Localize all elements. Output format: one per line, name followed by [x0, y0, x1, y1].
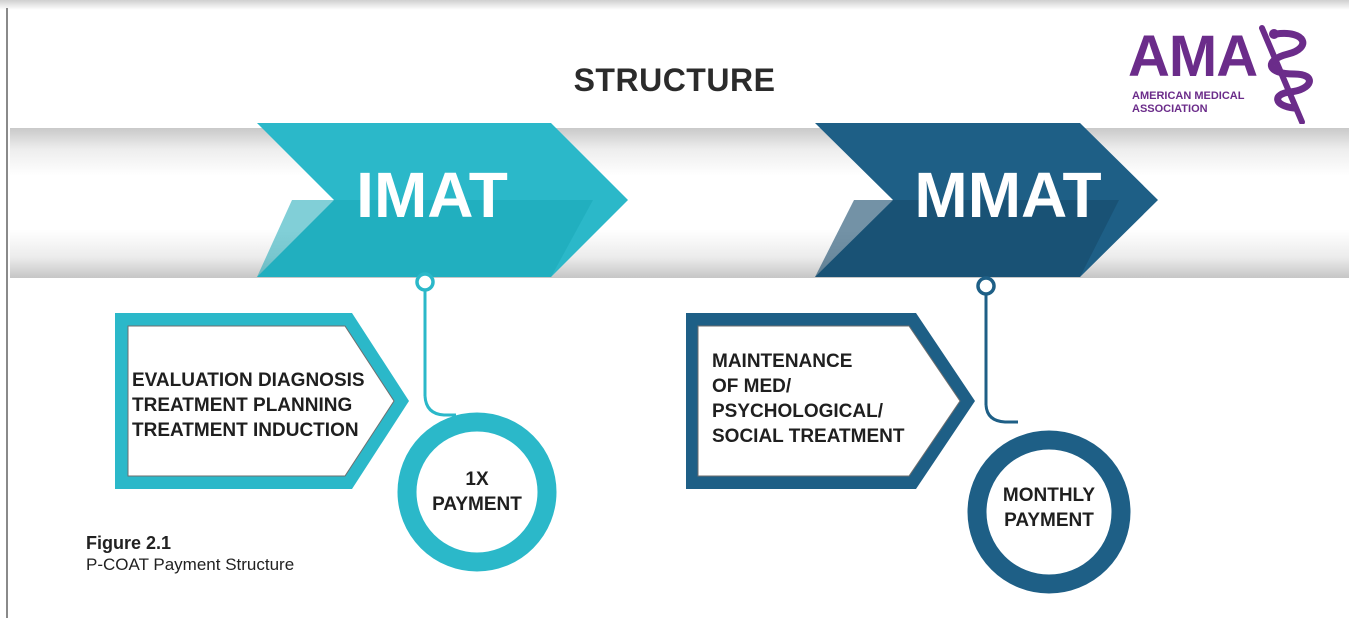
ama-logo: AMA AMERICAN MEDICAL ASSOCIATION: [1128, 22, 1328, 124]
mmat-description: MAINTENANCE OF MED/ PSYCHOLOGICAL/ SOCIA…: [712, 349, 904, 449]
mmat-connector-bend: [984, 404, 1018, 424]
mmat-description-line: MAINTENANCE: [712, 351, 853, 372]
top-frame-shadow: [0, 0, 1349, 10]
imat-connector-bend: [423, 395, 456, 417]
logo-wordmark: AMA: [1128, 24, 1258, 89]
mmat-description-box-inner: [697, 325, 961, 477]
imat-label: IMAT: [356, 159, 508, 231]
mmat-chevron-shade: [815, 200, 1119, 277]
figure-number: Figure 2.1: [86, 533, 172, 553]
mmat-description-line: OF MED/: [712, 376, 792, 397]
imat-payment-line: 1X: [465, 469, 489, 490]
imat-payment-label: 1X PAYMENT: [417, 467, 537, 517]
left-frame-border: [6, 8, 8, 618]
imat-description-line: TREATMENT INDUCTION: [132, 420, 359, 441]
staff-of-asclepius-icon: [1259, 25, 1313, 124]
imat-description-line: TREATMENT PLANNING: [132, 395, 353, 416]
imat-description-line: EVALUATION DIAGNOSIS: [132, 370, 365, 391]
mmat-payment-label: MONTHLY PAYMENT: [984, 483, 1114, 533]
mmat-node-icon: [976, 276, 996, 296]
logo-subtitle-line2: ASSOCIATION: [1132, 103, 1208, 115]
figure-caption: P-COAT Payment Structure: [86, 555, 295, 574]
imat-description: EVALUATION DIAGNOSIS TREATMENT PLANNING …: [132, 368, 365, 443]
page-title: STRUCTURE: [573, 62, 776, 98]
logo-subtitle: AMERICAN MEDICAL ASSOCIATION: [1132, 90, 1252, 116]
mmat-payment-line: PAYMENT: [1004, 510, 1094, 531]
imat-description-box-inner: [127, 325, 395, 477]
imat-payment-circle: [397, 412, 557, 572]
imat-payment-line: PAYMENT: [432, 494, 522, 515]
mmat-description-line: SOCIAL TREATMENT: [712, 426, 905, 447]
imat-chevron-shade: [257, 200, 593, 277]
mmat-payment-circle: [967, 430, 1131, 594]
logo-subtitle-line1: AMERICAN MEDICAL: [1132, 90, 1245, 102]
mmat-label: MMAT: [914, 159, 1102, 231]
mmat-payment-line: MONTHLY: [1002, 485, 1096, 506]
imat-node-icon: [415, 272, 435, 292]
mmat-description-line: PSYCHOLOGICAL/: [712, 401, 884, 422]
